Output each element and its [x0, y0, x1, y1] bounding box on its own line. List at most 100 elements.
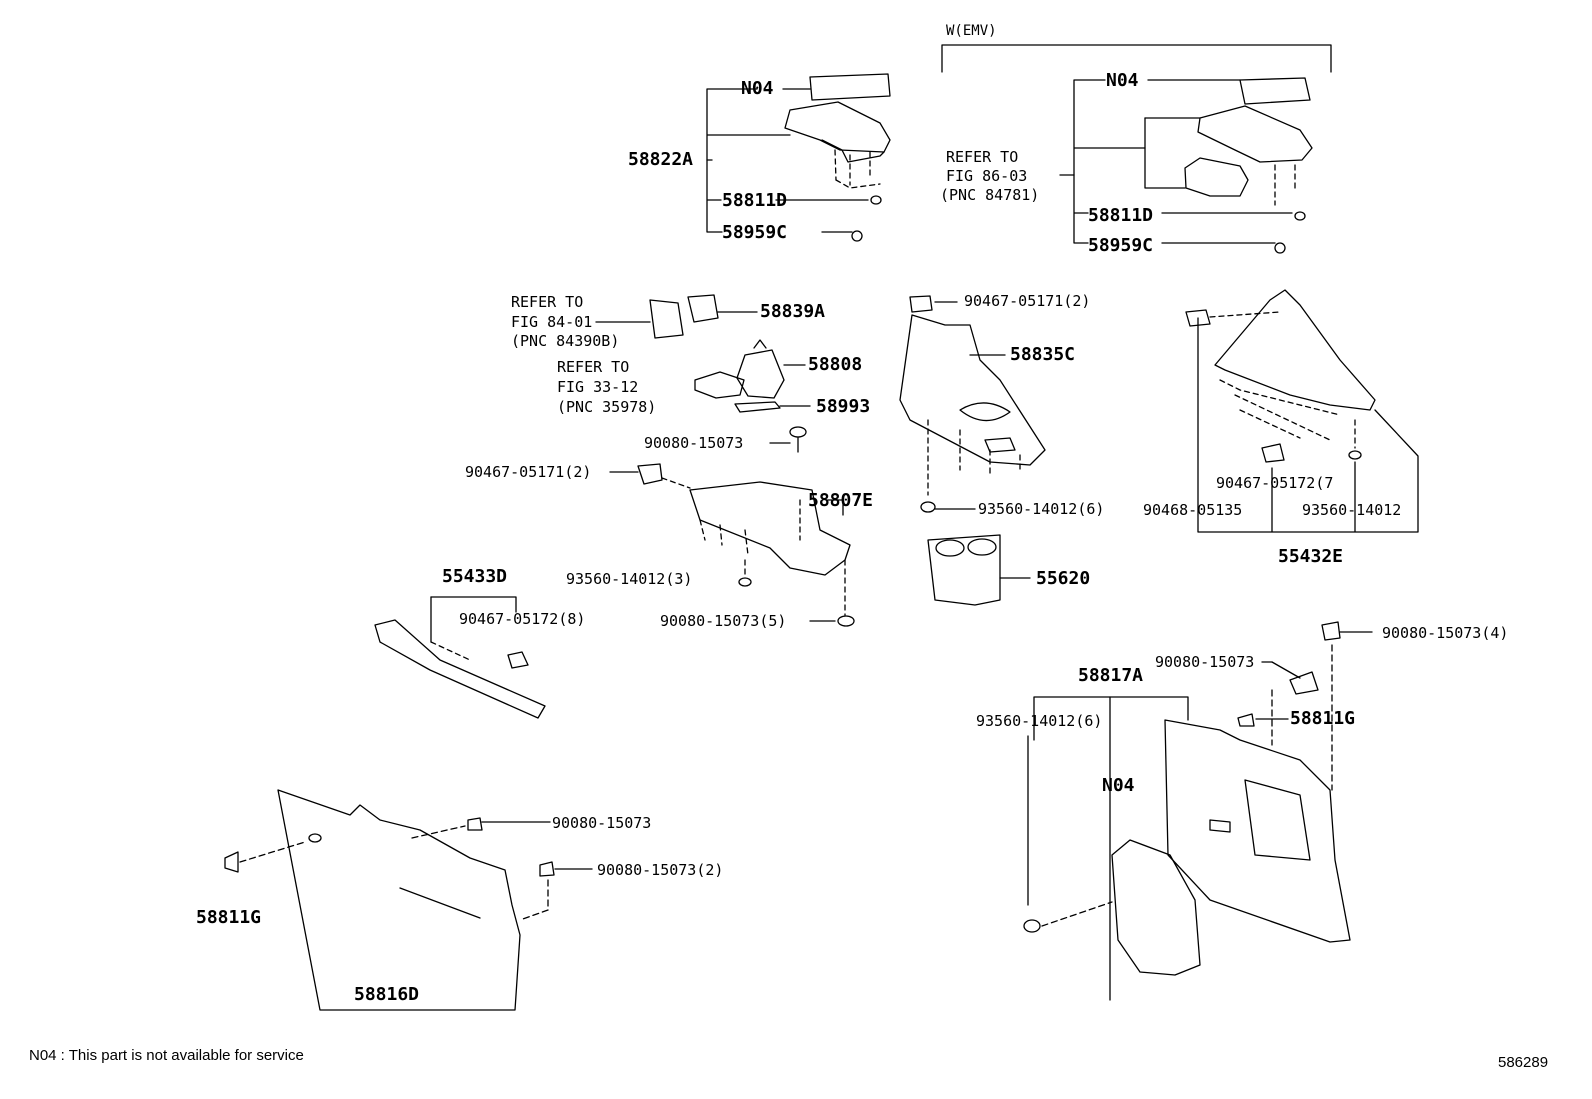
part-label-90467-05172[interactable]: 90467-05172(8) — [459, 610, 586, 628]
ref-fig86-line1: REFER TO — [946, 148, 1019, 166]
part-label-58811D[interactable]: 58811D — [1088, 205, 1154, 226]
lid-shape — [1197, 105, 1313, 163]
console-base — [609, 426, 855, 627]
holder-shape — [927, 534, 1001, 606]
part-label-90468-05135[interactable]: 90468-05135 — [1143, 501, 1243, 519]
ref-fig84-line2: FIG 84-01 — [511, 313, 593, 331]
variant-label: W(EMV) — [946, 23, 997, 39]
sensor-shape — [694, 371, 745, 399]
ref-fig33-line2: FIG 33-12 — [557, 378, 639, 396]
console-panel — [899, 295, 1046, 513]
panel-shape — [899, 314, 1046, 466]
clip-shape — [851, 230, 863, 242]
side-panel-right — [1023, 621, 1373, 1001]
part-label-58959C[interactable]: 58959C — [722, 222, 788, 243]
screw-shape — [837, 615, 855, 627]
part-label-90467-05171[interactable]: 90467-05171(2) — [964, 292, 1091, 310]
retainer-shape — [734, 401, 781, 413]
pad-shape — [1239, 77, 1311, 105]
screw-shape — [738, 577, 752, 587]
console-strip — [374, 596, 546, 719]
part-label-55620[interactable]: 55620 — [1036, 568, 1091, 589]
part-label-58959C[interactable]: 58959C — [1088, 235, 1154, 256]
part-label-90080-15073[interactable]: 90080-15073(4) — [1382, 624, 1509, 642]
part-label-55432E[interactable]: 55432E — [1278, 546, 1344, 567]
clip-shape — [637, 463, 663, 485]
part-label-N04[interactable]: N04 — [1102, 775, 1135, 796]
leader-bracket — [1033, 696, 1189, 741]
clip-shape — [870, 195, 882, 205]
part-label-90080-15073[interactable]: 90080-15073(2) — [597, 861, 724, 879]
strip-shape — [374, 619, 546, 719]
screw-shape — [789, 426, 807, 438]
clip-shape — [1274, 242, 1286, 254]
trim-shape — [1164, 719, 1351, 943]
part-label-58835C[interactable]: 58835C — [1010, 344, 1076, 365]
part-label-55433D[interactable]: 55433D — [442, 566, 508, 587]
variant-bracket — [941, 44, 1332, 73]
armrest-assembly-b — [1059, 77, 1313, 254]
switch-shape — [649, 299, 684, 339]
part-label-90467-05172[interactable]: 90467-05172(7 — [1216, 474, 1334, 492]
ref-fig84-line3: (PNC 84390B) — [511, 332, 620, 350]
part-label-58811G[interactable]: 58811G — [196, 907, 262, 928]
part-label-90080-15073[interactable]: 90080-15073(5) — [660, 612, 787, 630]
part-label-N04[interactable]: N04 — [741, 78, 774, 99]
part-label-90080-15073[interactable]: 90080-15073 — [552, 814, 652, 832]
part-label-58807E[interactable]: 58807E — [808, 490, 874, 511]
console-side-right — [1185, 289, 1419, 533]
leader-bracket — [1073, 79, 1146, 244]
screw-shape — [1321, 621, 1341, 641]
part-label-58816D[interactable]: 58816D — [354, 984, 420, 1005]
part-label-93560-14012[interactable]: 93560-14012(6) — [978, 500, 1105, 518]
boot-shape — [736, 349, 785, 399]
bezel-shape — [687, 294, 719, 323]
footnote: N04 : This part is not available for ser… — [29, 1047, 304, 1064]
part-label-58817A[interactable]: 58817A — [1078, 665, 1144, 686]
clip-shape — [909, 295, 933, 313]
bracket-shape — [1111, 839, 1201, 976]
clip-shape — [1185, 309, 1211, 327]
screw-shape — [1348, 450, 1362, 460]
screw-shape — [539, 861, 555, 877]
screw-shape — [1023, 919, 1041, 933]
armrest-assembly-a — [706, 73, 891, 242]
ref-fig33-line3: (PNC 35978) — [557, 398, 657, 416]
part-label-58993[interactable]: 58993 — [816, 396, 871, 417]
shift-assembly — [595, 294, 811, 413]
clip-shape — [1237, 713, 1255, 727]
part-label-58811D[interactable]: 58811D — [722, 190, 788, 211]
clip-shape — [224, 851, 239, 873]
side-panel-shape — [1214, 289, 1376, 411]
pad-shape — [809, 73, 891, 101]
part-label-93560-14012[interactable]: 93560-14012(3) — [566, 570, 693, 588]
lid-shape — [784, 101, 891, 153]
part-label-93560-14012[interactable]: 93560-14012(6) — [976, 712, 1103, 730]
cup-holder — [927, 534, 1031, 606]
clip-shape — [1294, 211, 1306, 221]
part-label-90080-15073[interactable]: 90080-15073 — [1155, 653, 1255, 671]
clip-shape — [507, 651, 529, 669]
part-label-N04[interactable]: N04 — [1106, 70, 1139, 91]
figure-number: 586289 — [1498, 1054, 1549, 1071]
ref-fig86-line2: FIG 86-03 — [946, 167, 1028, 185]
part-label-58808[interactable]: 58808 — [808, 354, 863, 375]
ref-fig84-line1: REFER TO — [511, 293, 584, 311]
side-panel-left — [224, 789, 593, 1011]
screw-shape — [467, 817, 483, 831]
ref-fig86-line3: (PNC 84781) — [940, 186, 1040, 204]
ref-fig33-line1: REFER TO — [557, 358, 630, 376]
part-label-58839A[interactable]: 58839A — [760, 301, 826, 322]
screw-shape — [1289, 671, 1319, 695]
clip-shape — [1261, 443, 1285, 463]
part-label-93560-14012[interactable]: 93560-14012 — [1302, 501, 1402, 519]
module-shape — [1184, 157, 1249, 197]
part-label-90080-15073[interactable]: 90080-15073 — [644, 434, 744, 452]
part-label-90467-05171[interactable]: 90467-05171(2) — [465, 463, 592, 481]
panel-shape — [277, 789, 521, 1011]
part-label-58822A[interactable]: 58822A — [628, 149, 694, 170]
leader-bracket — [1197, 317, 1419, 533]
part-label-58811G[interactable]: 58811G — [1290, 708, 1356, 729]
